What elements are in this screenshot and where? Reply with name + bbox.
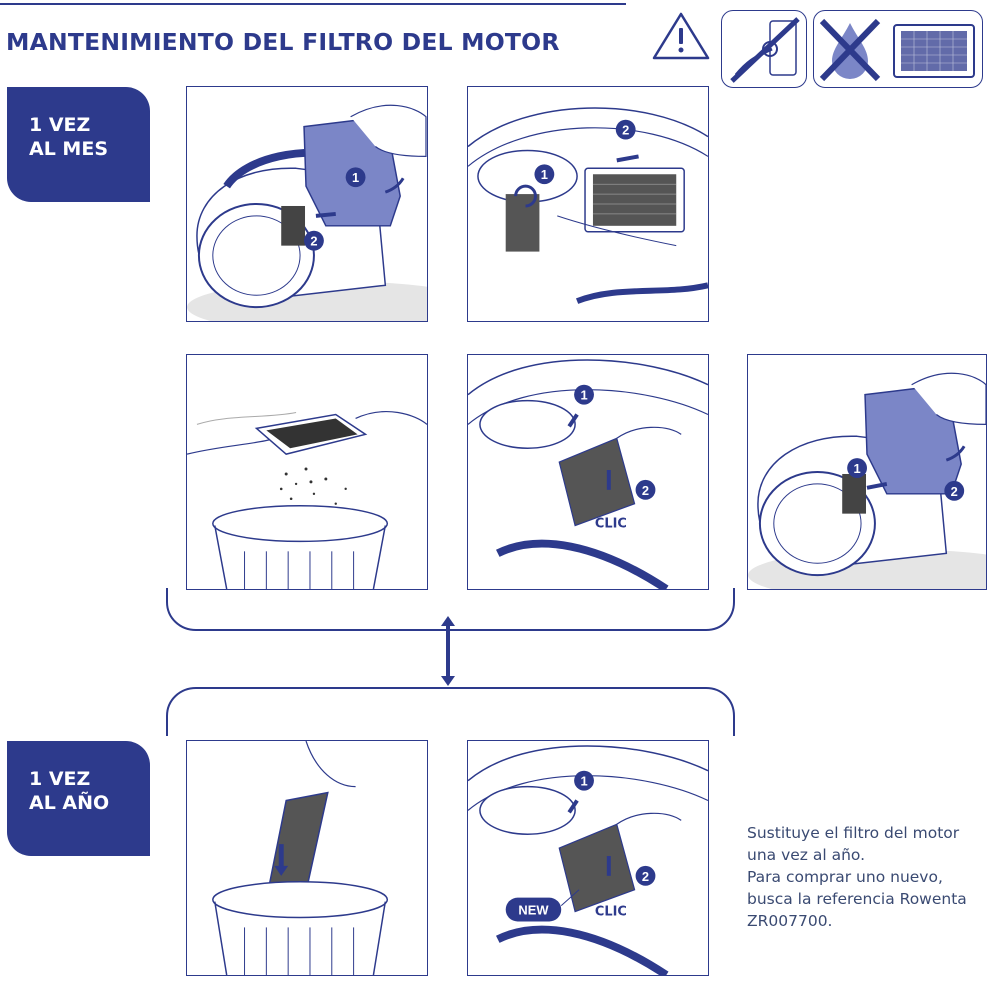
step-number: 2 <box>642 483 649 498</box>
cycle-arrow <box>441 616 455 686</box>
purchase-note: Para comprar uno nuevo, busca la referen… <box>747 868 967 930</box>
step-close-compartment: 1 2 <box>747 354 987 590</box>
step-number: 1 <box>580 388 587 403</box>
warning-icon <box>652 12 710 60</box>
page-title: MANTENIMIENTO DEL FILTRO DEL MOTOR <box>6 28 560 56</box>
step-open-compartment: 1 2 <box>186 86 428 322</box>
step-number: 1 <box>352 170 359 185</box>
badge-line-2: AL MES <box>29 138 108 160</box>
step-discard-filter <box>186 740 428 976</box>
clic-label: CLIC <box>595 905 627 920</box>
replace-note: Sustituye el filtro del motor una vez al… <box>747 824 960 864</box>
step-reinsert-filter: 1 2 CLIC <box>467 354 709 590</box>
upper-bracket <box>166 687 735 736</box>
yearly-badge: 1 VEZ AL AÑO <box>7 741 150 856</box>
lower-bracket <box>166 588 735 631</box>
step-number: 1 <box>541 167 548 182</box>
step-empty-filter <box>186 354 428 590</box>
new-label: NEW <box>518 903 549 918</box>
step-number: 2 <box>951 484 958 499</box>
header-rule <box>0 3 626 5</box>
step-number: 2 <box>622 123 629 138</box>
step-number: 2 <box>642 869 649 884</box>
step-insert-new-filter: 1 2 CLIC NEW <box>467 740 709 976</box>
badge-line-1: 1 VEZ <box>29 768 91 790</box>
step-number: 1 <box>580 774 587 789</box>
step-remove-filter: 2 1 <box>467 86 709 322</box>
step-number: 1 <box>853 461 860 476</box>
badge-line-1: 1 VEZ <box>29 114 91 136</box>
no-water-filter-icon <box>813 10 983 88</box>
clic-label: CLIC <box>595 517 627 532</box>
unplug-forbidden-icon <box>721 10 807 88</box>
step-number: 2 <box>310 234 317 249</box>
badge-line-2: AL AÑO <box>29 792 110 814</box>
monthly-badge: 1 VEZ AL MES <box>7 87 150 202</box>
